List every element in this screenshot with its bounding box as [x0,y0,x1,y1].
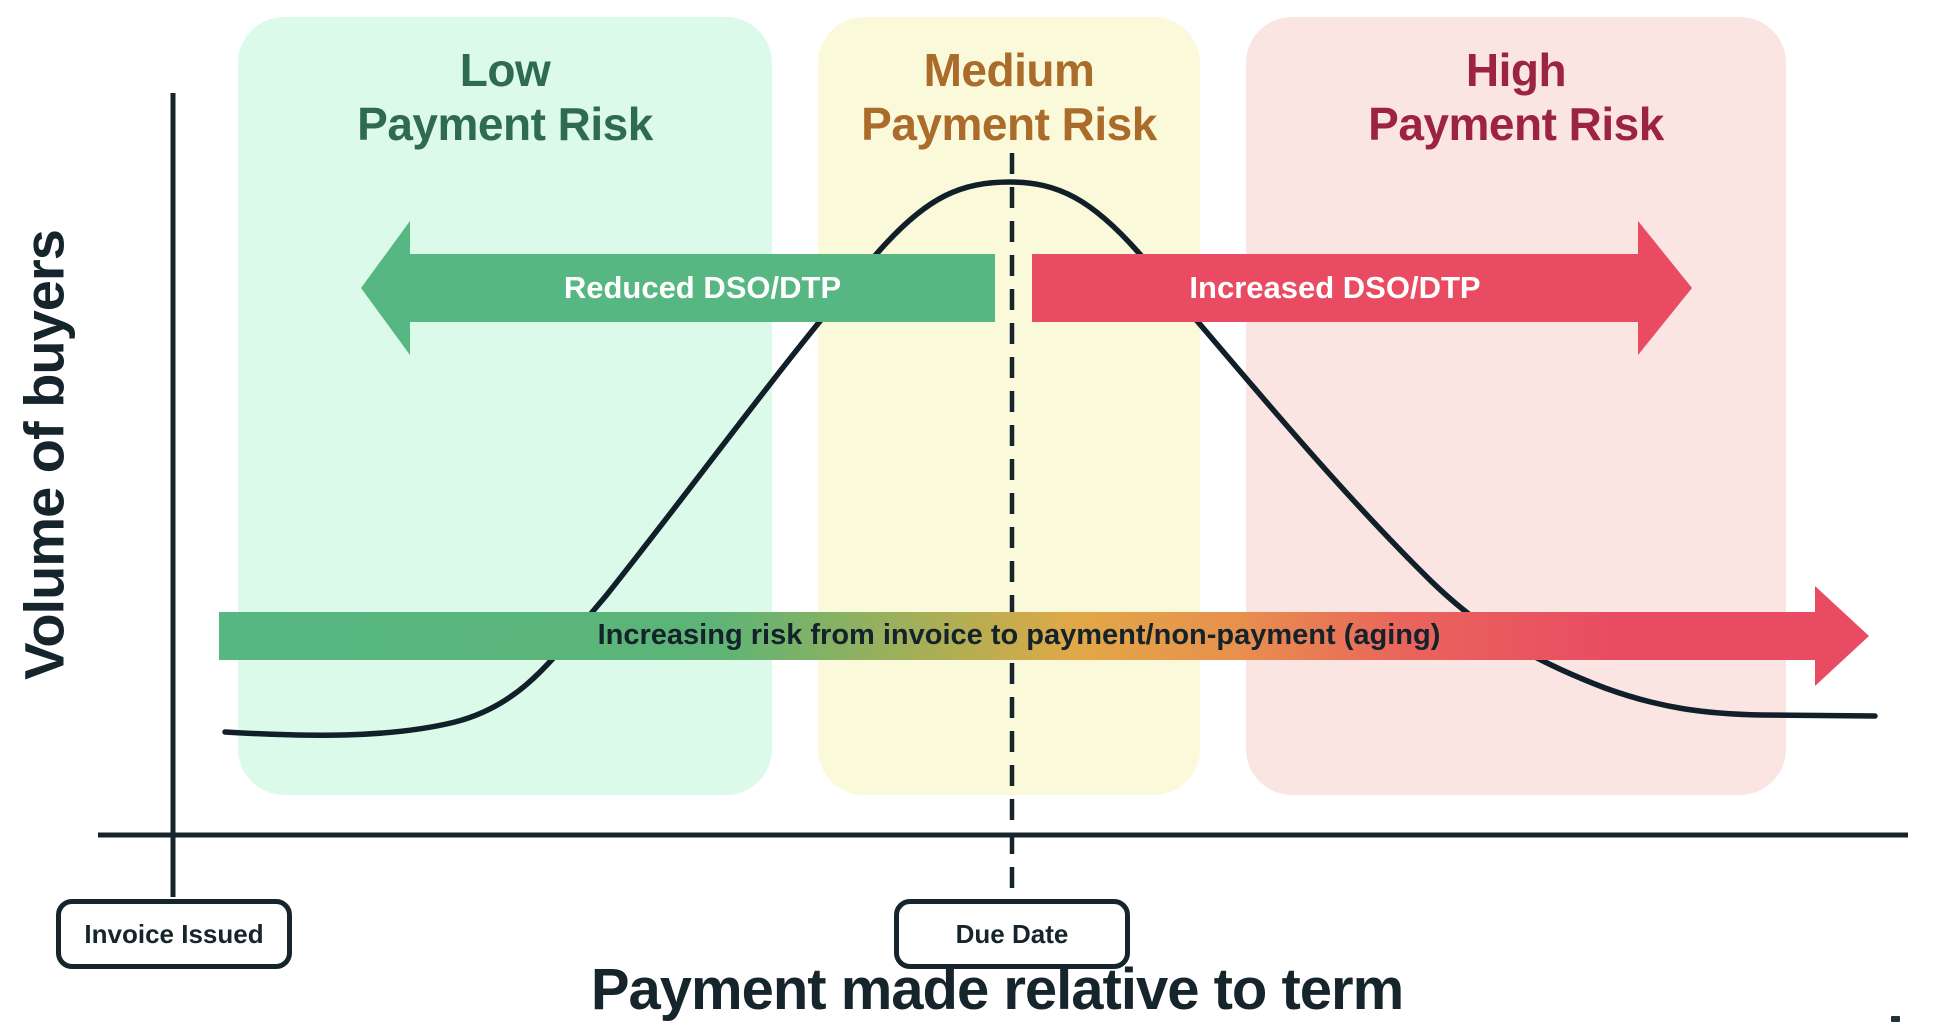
zone-title-medium-line1: Medium [923,44,1095,96]
aging-risk-arrow-label: Increasing risk from invoice to payment/… [597,618,1441,651]
reduced-dso-arrow [361,221,995,355]
stray-mark [1891,1016,1900,1022]
x-axis-title: Payment made relative to term [590,957,1404,1022]
zone-title-medium-line2: Payment Risk [861,98,1157,151]
zone-title-high-line1: High [1465,44,1567,96]
aging-risk-gradient-arrow [219,586,1869,686]
due-date-marker: Due Date [894,899,1130,969]
increased-dso-arrow-label: Increased DSO/DTP [1189,270,1481,305]
zone-title-low-line2: Payment Risk [357,98,653,151]
invoice-issued-marker: Invoice Issued [56,899,292,969]
reduced-dso-arrow-label: Reduced DSO/DTP [563,270,842,305]
increased-dso-arrow [1032,221,1692,355]
y-axis-title: Volume of buyers [12,230,76,680]
zone-title-low-line1: Low [459,44,551,96]
zone-medium-payment-risk: Medium Payment Risk [818,17,1200,795]
zone-title-high-line2: Payment Risk [1368,98,1664,151]
zone-title-high: High Payment Risk [1246,17,1786,152]
zone-low-payment-risk: Low Payment Risk [238,17,772,795]
zone-title-medium: Medium Payment Risk [818,17,1200,152]
zone-title-low: Low Payment Risk [238,17,772,152]
zone-high-payment-risk: High Payment Risk [1246,17,1786,795]
